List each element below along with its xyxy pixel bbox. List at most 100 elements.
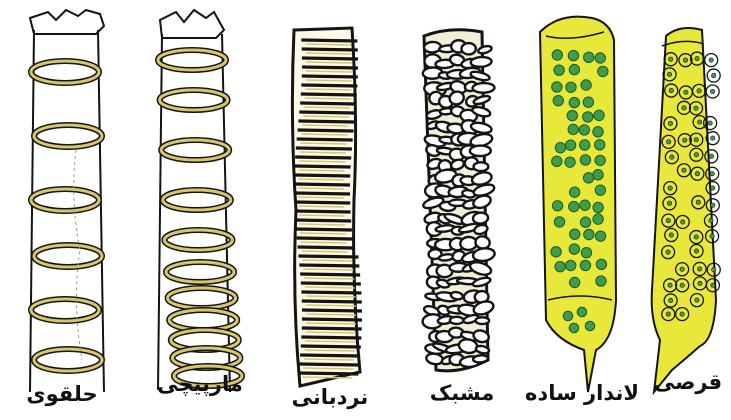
ladder-gap: [304, 359, 354, 360]
ladder-gap: [305, 98, 351, 99]
bordered-pit-aperture: [711, 136, 715, 140]
simple-pit: [579, 140, 589, 150]
simple-pit: [581, 80, 591, 90]
ring-band: [34, 245, 102, 267]
ladder-bar: [302, 301, 362, 302]
ladder-gap: [305, 89, 351, 90]
simple-pit: [594, 110, 604, 120]
simple-pit: [568, 50, 578, 60]
ladder-bar: [295, 211, 351, 212]
annular-vessel: [30, 10, 104, 392]
bordered-pit-aperture: [697, 120, 701, 124]
ladder-bar: [302, 328, 362, 329]
ladder-bar: [299, 364, 359, 365]
ladder-bar: [301, 40, 357, 41]
ladder-gap: [304, 278, 354, 279]
bordered-pit-aperture: [710, 186, 714, 190]
net-mesh: [476, 317, 490, 324]
bordered-pit-aperture: [670, 155, 674, 159]
ladder-gap: [301, 143, 347, 144]
simple-pit: [555, 142, 565, 152]
ladder-bar: [301, 337, 361, 338]
bordered-pit-aperture: [680, 267, 684, 271]
bordered-pit-aperture: [694, 235, 698, 239]
net-mesh: [472, 83, 494, 93]
ladder-bar: [295, 157, 351, 158]
simple-pit: [566, 82, 576, 92]
bordered-pit-aperture: [709, 218, 713, 222]
ladder-gap: [304, 107, 350, 108]
simple-pit: [595, 231, 605, 241]
simple-pit: [570, 229, 580, 239]
simple-pit: [552, 156, 562, 166]
bordered-pit-aperture: [696, 200, 700, 204]
ladder-bar: [302, 67, 358, 68]
simple-pit: [551, 247, 561, 257]
bordered-pit-aperture: [668, 283, 672, 287]
ladder-gap: [306, 62, 352, 63]
bordered-pit-aperture: [680, 283, 684, 287]
bordered-pit-aperture: [683, 58, 687, 62]
simple-pit: [554, 65, 564, 75]
ladder-bar: [301, 85, 357, 86]
ladder-gap: [299, 224, 345, 225]
ring-band: [31, 299, 99, 321]
ladder-gap: [306, 80, 352, 81]
ladder-bar: [298, 247, 354, 248]
simple-pit: [579, 125, 589, 135]
simple-pit: [595, 53, 605, 63]
bordered-pit-aperture: [683, 138, 687, 142]
simple-pit: [569, 64, 579, 74]
ladder-gap: [306, 323, 356, 324]
net-mesh: [470, 145, 491, 156]
reticulate-vessel: [422, 30, 495, 371]
ladder-gap: [298, 188, 344, 189]
bordered-pit-aperture: [697, 267, 701, 271]
bordered-pit-aperture: [695, 56, 699, 60]
simple-pit: [553, 95, 563, 105]
simple-pit: [563, 311, 573, 321]
ladder-gap: [301, 242, 347, 243]
ladder-bar: [300, 103, 356, 104]
simple-pit: [552, 50, 562, 60]
bordered-pitted-vessel: [652, 28, 721, 392]
bordered-pit-aperture: [666, 250, 670, 254]
label-simple-pitted: لاندار ساده: [525, 381, 639, 405]
bordered-pit-aperture: [708, 121, 712, 125]
simple-pit: [552, 201, 562, 211]
bordered-pit-aperture: [694, 106, 698, 110]
simple-pit: [554, 217, 564, 227]
simple-pit: [569, 97, 579, 107]
bordered-pit-aperture: [695, 171, 699, 175]
ladder-gap: [305, 350, 355, 351]
ladder-bar: [298, 121, 354, 122]
bordered-pit-aperture: [710, 172, 714, 176]
simple-pit: [593, 214, 603, 224]
label-bordered-pitted: قرصی: [654, 370, 722, 394]
simple-pit: [565, 260, 575, 270]
ladder-bar: [302, 310, 362, 311]
bordered-pit-aperture: [694, 153, 698, 157]
ring-band: [31, 61, 99, 83]
bordered-pit-aperture: [667, 72, 671, 76]
ladder-gap: [299, 170, 345, 171]
simple-pit: [583, 112, 593, 122]
simple-pit: [565, 157, 575, 167]
simple-pit: [569, 187, 579, 197]
net-mesh: [450, 291, 463, 300]
bordered-pit-aperture: [680, 220, 684, 224]
bordered-pit-aperture: [684, 90, 688, 94]
ladder-gap: [306, 305, 356, 306]
ladder-bar: [300, 355, 360, 356]
bordered-pit-aperture: [669, 233, 673, 237]
simple-pit: [593, 202, 603, 212]
bordered-pit-aperture: [694, 138, 698, 142]
simple-pit: [595, 155, 605, 165]
label-scalariform: نردبانی: [292, 385, 369, 409]
ladder-bar: [301, 283, 361, 284]
net-mesh: [473, 212, 489, 224]
bordered-pit-aperture: [694, 249, 698, 253]
ladder-gap: [306, 53, 352, 54]
bordered-pit-aperture: [682, 168, 686, 172]
